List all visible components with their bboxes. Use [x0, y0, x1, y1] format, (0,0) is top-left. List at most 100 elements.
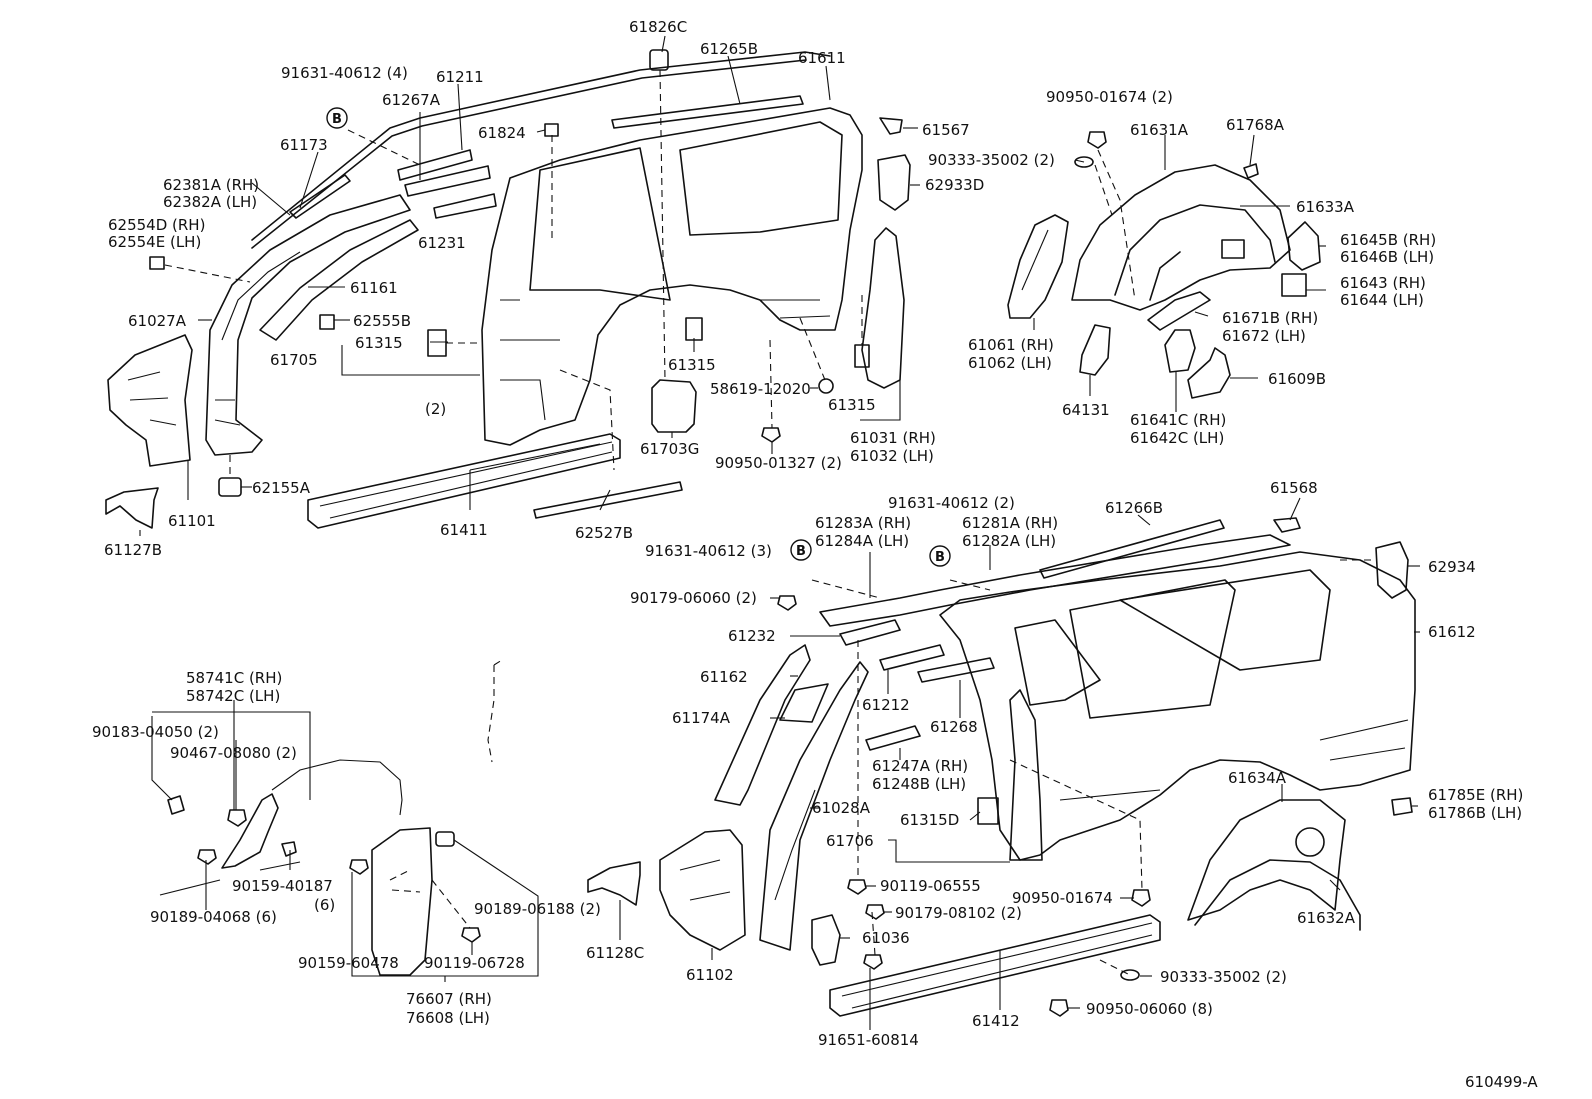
label-61173: 61173 [280, 136, 328, 154]
bracket-61568 [1273, 517, 1301, 533]
bracket-61609B [1187, 347, 1231, 399]
lower-right-assembly [587, 517, 1416, 1017]
label-qty-6: (6) [314, 896, 335, 914]
mudguard-bracket-58741C [221, 793, 279, 869]
label-90189-04068: 90189-04068 (6) [150, 908, 277, 926]
label-61641C: 61641C (RH) [1130, 411, 1226, 429]
label-76608: 76608 (LH) [406, 1009, 490, 1027]
bracket-61247A [865, 725, 921, 751]
plug-61826C [649, 49, 669, 71]
nut-90950-01674-b [1131, 889, 1151, 907]
nut-90189-04068 [197, 849, 217, 865]
panel-61061 [1007, 214, 1069, 319]
label-61248B: 61248B (LH) [872, 775, 966, 793]
rail-61266B [1039, 519, 1225, 579]
label-62933D: 62933D [925, 176, 984, 194]
clip-61785E [1391, 797, 1413, 816]
screw-90467-08080 [227, 809, 247, 827]
label-61036: 61036 [862, 929, 910, 947]
bracket-62934 [1375, 541, 1409, 599]
pillar-61031 [861, 227, 905, 389]
label-61645B: 61645B (RH) [1340, 231, 1436, 249]
bracket-62933D [877, 154, 911, 211]
bracket-61645B [1287, 221, 1321, 271]
label-62554D: 62554D (RH) [108, 216, 205, 234]
label-91651-60814: 91651-60814 [818, 1031, 919, 1049]
bracket-61567 [879, 117, 903, 135]
label-90179-08102: 90179-08102 (2) [895, 904, 1022, 922]
bracket-61643 [1281, 273, 1307, 297]
label-58619-12020: 58619-12020 [710, 380, 811, 398]
plug-90333-35002-a [1074, 156, 1094, 168]
label-90467-08080: 90467-08080 (2) [170, 744, 297, 762]
reinforcement-61212 [879, 644, 945, 671]
roof-drip-molding [251, 51, 831, 241]
label-58742C: 58742C (LH) [186, 687, 280, 705]
plug-62554D [149, 256, 165, 270]
label-61646B: 61646B (LH) [1340, 248, 1434, 266]
clip-61824 [544, 123, 559, 137]
bracket-61315-a [427, 329, 447, 357]
label-61266B: 61266B [1105, 499, 1163, 517]
label-61267A: 61267A [382, 91, 441, 109]
label-61703G: 61703G [640, 440, 699, 458]
fuel-door-61703G [651, 379, 697, 433]
label-61232: 61232 [728, 627, 776, 645]
label-90179-06060: 90179-06060 (2) [630, 589, 757, 607]
label-61212: 61212 [862, 696, 910, 714]
screw-90159-60478 [349, 859, 369, 875]
label-61284A: 61284A (LH) [815, 532, 909, 550]
label-61028A: 61028A [812, 799, 871, 817]
label-90189-06188: 90189-06188 (2) [474, 900, 601, 918]
label-90950-01674: 90950-01674 [1012, 889, 1113, 907]
label-61412: 61412 [972, 1012, 1020, 1030]
nut-90950-01674-a [1087, 131, 1107, 149]
label-61706: 61706 [826, 832, 874, 850]
marker-b-1: B [326, 107, 348, 129]
label-61032: 61032 (LH) [850, 447, 934, 465]
clip-90179-08102 [865, 904, 885, 920]
label-62382A: 62382A (LH) [163, 193, 257, 211]
clip-61768A [1243, 163, 1259, 179]
label-61672: 61672 (LH) [1222, 327, 1306, 345]
label-61567: 61567 [922, 121, 970, 139]
label-91631-40612-3: 91631-40612 (3) [645, 542, 772, 560]
molding-61173 [289, 174, 351, 219]
label-61061: 61061 (RH) [968, 336, 1054, 354]
panel-61101 [107, 334, 193, 467]
label-76607: 76607 (RH) [406, 990, 492, 1008]
label-61611: 61611 [798, 49, 846, 67]
label-90950-06060: 90950-06060 (8) [1086, 1000, 1213, 1018]
marker-b-2: B [790, 539, 812, 561]
clip-90179-06060 [777, 595, 797, 611]
lower-left-assembly [159, 659, 503, 976]
bracket-64131 [1079, 324, 1111, 376]
garnish-62527B [533, 481, 683, 519]
label-61062: 61062 (LH) [968, 354, 1052, 372]
label-90333-35002-b: 90333-35002 (2) [1160, 968, 1287, 986]
label-61786B: 61786B (LH) [1428, 804, 1522, 822]
plug-58619-12020 [818, 378, 834, 394]
pillar-61162 [714, 644, 811, 806]
label-90950-01674-2: 90950-01674 (2) [1046, 88, 1173, 106]
reinforcement-61232 [839, 619, 901, 646]
label-61161: 61161 [350, 279, 398, 297]
svg-text:B: B [332, 112, 342, 127]
label-61632A: 61632A [1297, 909, 1356, 927]
label-61315D: 61315D [900, 811, 959, 829]
label-90333-35002-a: 90333-35002 (2) [928, 151, 1055, 169]
label-91631-40612-4: 91631-40612 (4) [281, 64, 408, 82]
roof-side-rail-61283A [819, 534, 1291, 627]
upper-left-assembly [105, 49, 911, 529]
bracket-61127B [105, 487, 159, 529]
leader-lines [139, 35, 1420, 1030]
label-61127B: 61127B [104, 541, 162, 559]
plug-62555B [319, 314, 335, 330]
label-61609B: 61609B [1268, 370, 1326, 388]
bracket-61036 [811, 914, 841, 966]
labels: 61826C 61265B 61611 91631-40612 (4) 6121… [92, 18, 1538, 1091]
label-61102: 61102 [686, 966, 734, 984]
svg-text:B: B [935, 550, 945, 565]
label-61162: 61162 [700, 668, 748, 686]
